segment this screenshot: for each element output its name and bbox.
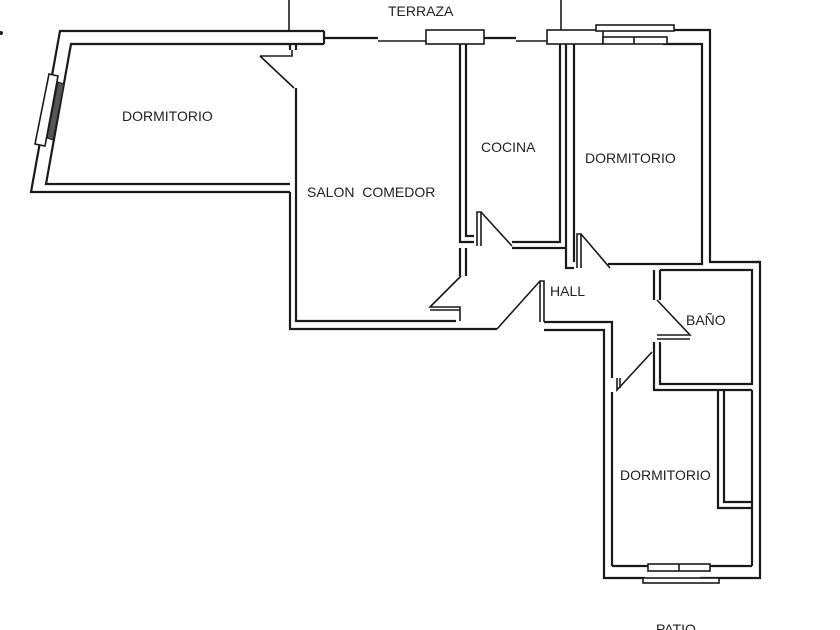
label-terraza: TERRAZA bbox=[388, 3, 454, 19]
door-dormitorio-1 bbox=[259, 50, 295, 89]
terrace-doors bbox=[324, 29, 604, 45]
wall-salon-comedor bbox=[288, 44, 497, 331]
label-bano: BAÑO bbox=[686, 312, 726, 328]
wall-cocina bbox=[458, 44, 568, 276]
window-dormitorio-1 bbox=[34, 73, 65, 147]
label-cocina: COCINA bbox=[481, 139, 536, 155]
label-patio: PATIO bbox=[656, 621, 696, 630]
wall-hall bbox=[544, 260, 762, 580]
door-dormitorio-3 bbox=[616, 351, 653, 393]
label-dormitorio-3: DORMITORIO bbox=[620, 467, 711, 483]
label-dormitorio-1: DORMITORIO bbox=[122, 108, 213, 124]
window-dormitorio-2 bbox=[595, 24, 675, 45]
door-cocina bbox=[476, 211, 513, 247]
label-hall: HALL bbox=[550, 283, 585, 299]
door-bano bbox=[656, 299, 692, 340]
door-entrance bbox=[496, 280, 545, 330]
door-salon-hall bbox=[428, 275, 462, 321]
wall-dormitorio-2 bbox=[564, 28, 760, 270]
label-dormitorio-2: DORMITORIO bbox=[585, 150, 676, 166]
wall-bano bbox=[652, 268, 754, 392]
marker-dot bbox=[0, 31, 3, 35]
window-dormitorio-3 bbox=[642, 563, 720, 584]
door-dormitorio-2 bbox=[576, 233, 611, 269]
label-salon-comedor: SALON COMEDOR bbox=[307, 184, 435, 200]
